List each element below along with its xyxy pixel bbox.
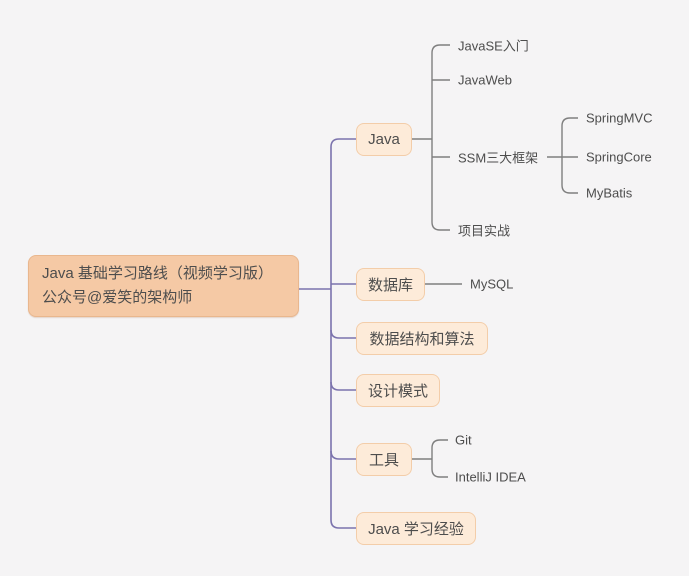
branch-node-tools[interactable]: 工具	[356, 443, 412, 476]
leaf-project-practice[interactable]: 项目实战	[458, 223, 511, 239]
leaf-intellij-idea[interactable]: IntelliJ IDEA	[455, 469, 526, 485]
leaf-mysql[interactable]: MySQL	[470, 276, 514, 292]
branch-node-design-patterns[interactable]: 设计模式	[356, 374, 440, 407]
leaf-mybatis[interactable]: MyBatis	[586, 185, 633, 201]
branch-node-java-experience[interactable]: Java 学习经验	[356, 512, 476, 545]
connector-tools	[330, 450, 356, 460]
leaf-springcore[interactable]: SpringCore	[586, 149, 652, 165]
branch-node-dsa[interactable]: 数据结构和算法	[356, 322, 488, 355]
root-node-line2: 公众号@爱笑的架构师	[42, 289, 193, 306]
leaf-javase[interactable]: JavaSE入门	[458, 38, 529, 54]
root-node[interactable]: Java 基础学习路线（视频学习版） 公众号@爱笑的架构师	[28, 255, 299, 317]
connector-design-patterns	[330, 381, 356, 391]
connector-dsa	[330, 329, 356, 339]
branch-node-java[interactable]: Java	[356, 123, 412, 156]
connector-trunk	[330, 138, 356, 529]
leaf-javaweb[interactable]: JavaWeb	[458, 72, 512, 88]
connector-ssm-children	[561, 117, 578, 194]
leaf-springmvc[interactable]: SpringMVC	[586, 110, 653, 126]
leaf-ssm[interactable]: SSM三大框架	[458, 150, 539, 166]
branch-node-database[interactable]: 数据库	[356, 268, 425, 301]
leaf-git[interactable]: Git	[455, 432, 472, 448]
root-node-line1: Java 基础学习路线（视频学习版）	[42, 265, 273, 282]
connector-java-children	[431, 44, 450, 231]
connector-tools-children	[431, 439, 448, 478]
